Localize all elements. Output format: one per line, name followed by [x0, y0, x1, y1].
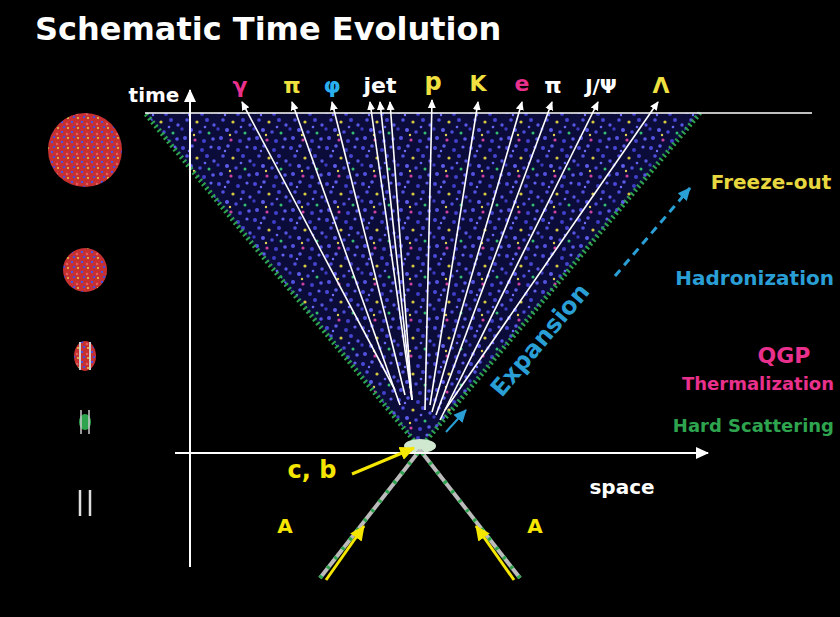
particle-label: jet	[364, 74, 397, 98]
stage-label: Hadronization	[675, 267, 834, 289]
particle-label: π	[544, 74, 561, 98]
axis-label: space	[589, 476, 654, 498]
particle-label: K	[469, 72, 486, 96]
nucleus-label: A	[277, 515, 292, 537]
diagram-title: Schematic Time Evolution	[35, 12, 501, 47]
axis-label: time	[129, 84, 180, 106]
stage-label: QGP	[758, 344, 811, 368]
particle-label: p	[424, 69, 441, 95]
particle-label: J/Ψ	[585, 75, 617, 97]
particle-label: φ	[323, 74, 340, 98]
nucleus-label: A	[527, 515, 542, 537]
stage-label: Thermalization	[682, 374, 834, 394]
particle-label: π	[283, 74, 300, 98]
particle-label: e	[515, 72, 530, 96]
stage-label: Freeze-out	[711, 171, 831, 193]
particle-label: γ	[233, 74, 248, 98]
particle-label: Λ	[652, 74, 669, 98]
stage-label: Hard Scattering	[673, 416, 834, 436]
callout-label: c, b	[288, 457, 337, 483]
